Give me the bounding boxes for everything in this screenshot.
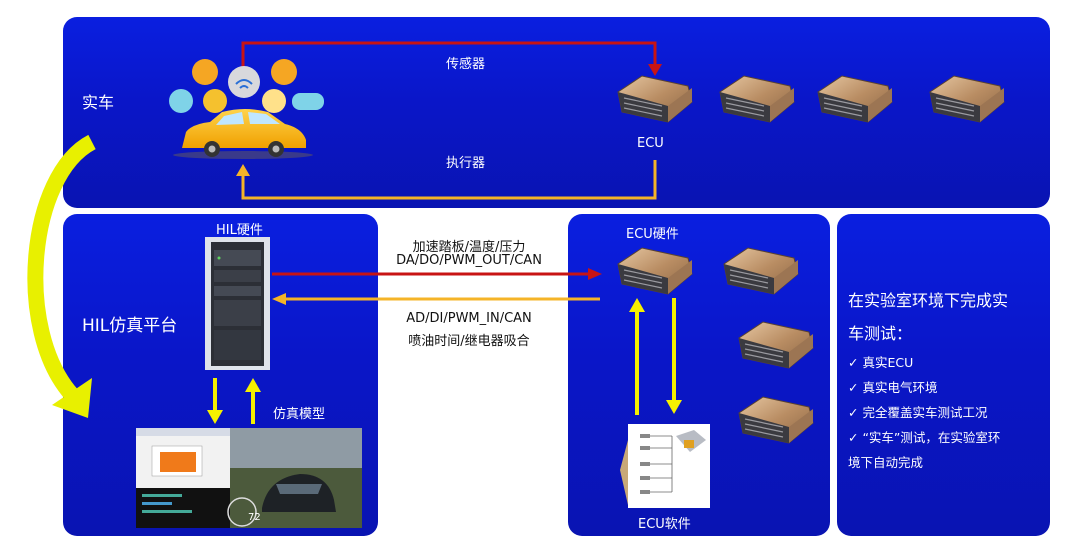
ecu-software-screenshot — [620, 424, 710, 508]
software-to-hardware-arrow — [629, 298, 645, 415]
ecu-module — [738, 321, 814, 369]
summary-checklist: ✓ 真实ECU ✓ 真实电气环境 ✓ 完全覆盖实车测试工况 ✓ “实车”测试，在… — [848, 350, 1000, 475]
signal-out-arrow — [272, 268, 602, 280]
ecu-module — [617, 75, 693, 123]
signal-in-arrow — [272, 293, 600, 305]
ecu-module — [817, 75, 893, 123]
ecu-module — [723, 247, 799, 295]
ecu-hardware-label: ECU硬件 — [626, 227, 679, 242]
actuator-label: 执行器 — [446, 156, 486, 171]
summary-heading-line2: 车测试： — [848, 324, 913, 343]
ecu-module — [617, 247, 693, 295]
checklist-item: ✓ “实车”测试，在实验室环 — [848, 430, 1001, 445]
sensor-label: 传感器 — [446, 57, 486, 72]
ecu-software-label: ECU软件 — [638, 517, 691, 532]
speed-readout: 72 — [248, 512, 261, 523]
signal-out-line1: 加速踏板/温度/压力 — [412, 240, 526, 255]
checklist-item: ✓ 真实ECU — [848, 355, 914, 370]
ecu-label: ECU — [637, 136, 664, 151]
signal-in-line1: AD/DI/PWM_IN/CAN — [406, 311, 532, 326]
hardware-to-software-arrow — [666, 298, 682, 414]
ecu-module — [929, 75, 1005, 123]
actuator-arrow — [236, 160, 657, 200]
ecu-module — [738, 396, 814, 444]
hil-hardware-label: HIL硬件 — [216, 223, 263, 238]
hil-rack-icon — [205, 237, 270, 370]
model-to-rack-arrow — [245, 378, 261, 424]
simulation-model-screenshot — [136, 428, 362, 528]
car-icon — [169, 59, 324, 159]
checklist-item: ✓ 完全覆盖实车测试工况 — [848, 405, 988, 420]
summary-panel — [837, 214, 1050, 536]
checklist-item: ✓ 真实电气环境 — [848, 380, 938, 395]
simulation-model-label: 仿真模型 — [273, 407, 326, 422]
checklist-item: 境下自动完成 — [848, 455, 924, 470]
summary-heading-line1: 在实验室环境下完成实 — [848, 291, 1009, 310]
signal-out-line2: DA/DO/PWM_OUT/CAN — [396, 253, 542, 268]
rack-to-model-arrow — [207, 378, 223, 424]
real-car-title: 实车 — [82, 93, 115, 112]
transition-arrow — [27, 134, 97, 418]
signal-in-line2: 喷油时间/继电器吸合 — [408, 334, 530, 349]
ecu-module — [719, 75, 795, 123]
hil-platform-title: HIL仿真平台 — [82, 316, 178, 336]
